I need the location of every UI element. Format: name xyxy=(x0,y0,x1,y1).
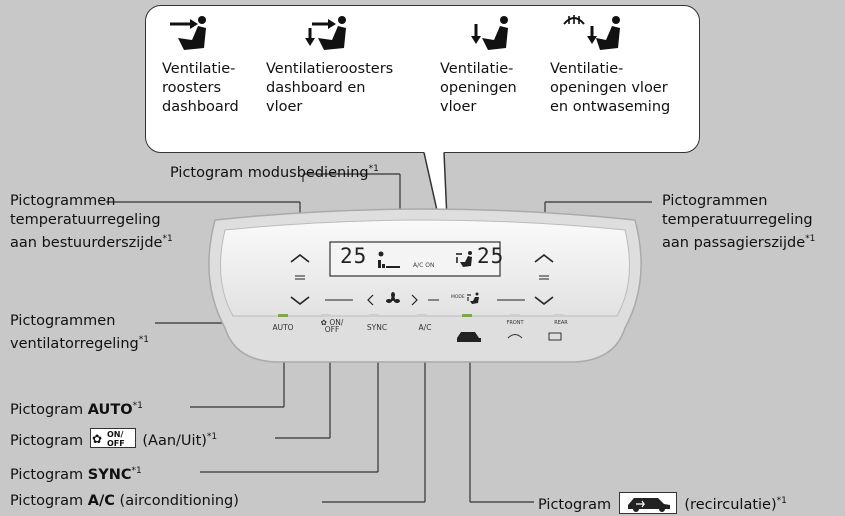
mode-label-floor: Ventilatie- openingen vloer xyxy=(440,61,517,115)
fan-control-label: Pictogrammen ventilatorregeling*1 xyxy=(10,312,149,354)
panel-mode-icon xyxy=(467,292,479,304)
svg-text:ON/: ON/ xyxy=(107,430,123,439)
onoff-label: Pictogram ✿ ON/OFF (Aan/Uit)*1 xyxy=(10,428,217,451)
floor-vents-icon xyxy=(471,16,508,50)
footnote-mark: *1 xyxy=(132,401,143,411)
panel-onoff-off-text: OFF xyxy=(324,325,340,334)
ac-label-suffix: (airconditioning) xyxy=(114,493,239,509)
recirc-label-prefix: Pictogram xyxy=(538,497,616,513)
passenger-temp-label: Pictogrammen temperatuurregeling aan pas… xyxy=(662,192,815,253)
mode-label-floor-defrost: Ventilatie- openingen vloer en ontwasemi… xyxy=(550,61,671,115)
sync-label-bold: SYNC xyxy=(87,467,132,483)
display-fan-icon xyxy=(378,251,400,268)
right-temp-display: 25 xyxy=(477,244,505,268)
ac-label: Pictogram A/C (airconditioning) xyxy=(10,492,239,511)
ac-label-bold: A/C xyxy=(87,493,115,509)
recirc-label-suffix: (recirculatie) xyxy=(679,497,777,513)
driver-temp-label: Pictogrammen temperatuurregeling aan bes… xyxy=(10,192,173,253)
mode-control-label: Pictogram modusbediening*1 xyxy=(170,160,379,183)
mode-callout-box xyxy=(145,5,700,153)
onoff-label-suffix: (Aan/Uit) xyxy=(137,433,207,449)
recirc-label: Pictogram (recirculatie)*1 xyxy=(538,492,787,515)
display-mode-icon xyxy=(456,251,472,267)
mode-label-dashboard-floor: Ventilatieroosters dashboard en vloer xyxy=(266,61,394,115)
footnote-mark: *1 xyxy=(131,466,142,476)
footnote-mark: *1 xyxy=(162,234,173,244)
left-temp-display: 25 xyxy=(340,244,368,268)
footnote-mark: *1 xyxy=(805,234,816,244)
svg-text:✿: ✿ xyxy=(92,432,102,446)
panel-rear-defrost-key[interactable]: REAR xyxy=(554,320,568,326)
footnote-mark: *1 xyxy=(776,496,787,506)
panel-onoff-on-text: ON/ xyxy=(329,318,344,327)
svg-text:OFF: OFF xyxy=(107,439,125,448)
passenger-temp-label-text: Pictogrammen temperatuurregeling aan pas… xyxy=(662,193,813,251)
fan-control-label-text: Pictogrammen ventilatorregeling xyxy=(10,313,139,352)
dashboard-vents-icon xyxy=(170,16,206,50)
footnote-mark: *1 xyxy=(206,432,218,442)
ac-label-prefix: Pictogram xyxy=(10,493,88,509)
mode-control-label-text: Pictogram modusbediening xyxy=(170,165,369,181)
panel-ac-key[interactable]: A/C xyxy=(418,323,432,332)
display-ac-text: A/C ON xyxy=(413,262,435,269)
sync-label-prefix: Pictogram xyxy=(10,467,88,483)
panel-front-defrost-key[interactable]: FRONT xyxy=(506,320,524,326)
footnote-mark: *1 xyxy=(138,335,149,345)
sync-label: Pictogram SYNC*1 xyxy=(10,462,142,485)
auto-label-prefix: Pictogram xyxy=(10,402,88,418)
panel-onoff-key[interactable]: ✿ ON/OFF xyxy=(320,318,344,334)
driver-temp-label-text: Pictogrammen temperatuurregeling aan bes… xyxy=(10,193,163,251)
onoff-label-prefix: Pictogram xyxy=(10,433,88,449)
fan-onoff-icon: ✿ ON/OFF xyxy=(89,428,136,448)
dashboard-floor-vents-icon xyxy=(305,16,346,50)
panel-auto-key[interactable]: AUTO xyxy=(272,323,294,332)
auto-label-bold: AUTO xyxy=(87,402,133,418)
panel-mode-key-label: MODE xyxy=(451,295,465,300)
footnote-mark: *1 xyxy=(368,164,379,174)
recirculation-icon xyxy=(618,492,677,514)
auto-label: Pictogram AUTO*1 xyxy=(10,397,143,420)
floor-defrost-vents-icon xyxy=(563,15,620,50)
climate-control-panel xyxy=(208,208,642,363)
panel-sync-key[interactable]: SYNC xyxy=(366,323,388,332)
mode-label-dashboard: Ventilatie- roosters dashboard xyxy=(162,61,239,115)
